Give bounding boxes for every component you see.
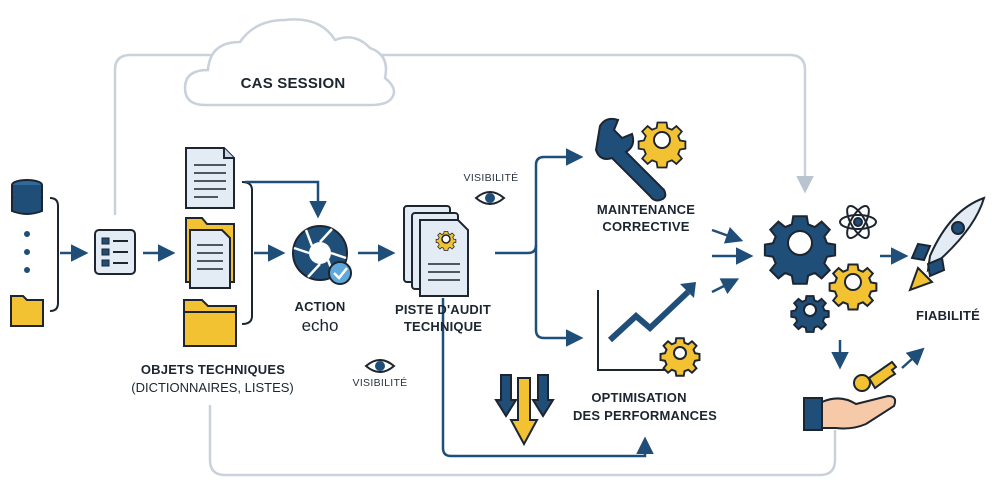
sources-bracket [49, 197, 59, 312]
feedback-loop-bottom [208, 405, 837, 477]
action-label-line1: ACTION [294, 299, 346, 314]
folder-icon [10, 295, 44, 327]
trend-chart-gear-icon [597, 282, 701, 377]
folder-document-icon [185, 217, 235, 289]
optimisation-label-line2: DES PERFORMANCES [572, 408, 718, 423]
optimisation-label-line1: OPTIMISATION [591, 390, 687, 405]
maintenance-label-line1: MAINTENANCE [596, 202, 696, 217]
audit-label-line2: TECHNIQUE [403, 319, 483, 334]
folder-icon-large [183, 299, 237, 347]
eye-icon-bottom [364, 359, 396, 373]
arrow-hand-to-reliability [901, 347, 925, 369]
ellipsis-dots-icon [24, 231, 30, 273]
cloud-label: CAS SESSION [240, 75, 346, 92]
reliability-label: FIABILITÉ [916, 308, 980, 323]
arrow-audit-to-maintenance [495, 148, 584, 255]
gears-cluster-icon [763, 215, 878, 333]
database-icon [11, 179, 43, 215]
feedback-loop-top [113, 53, 814, 215]
objects-label-line2: (DICTIONNAIRES, LISTES) [131, 380, 294, 395]
action-label-line2: echo [301, 316, 339, 335]
arrow-optimisation-to-gears [711, 278, 740, 295]
arrow-audit-to-performance-bottom [441, 298, 654, 458]
checklist-icon [94, 229, 136, 275]
key-hand-icon [803, 360, 898, 431]
arrow-maintenance-to-gears [711, 227, 744, 244]
arrow-audit-to-optimisation [534, 245, 584, 347]
atom-icon [839, 205, 877, 239]
down-arrows-icon [494, 374, 555, 447]
rocket-icon [908, 196, 986, 292]
audit-label-line1: PISTE D'AUDIT [395, 302, 491, 317]
wrench-gear-icon [594, 117, 687, 202]
visibility-label-bottom: VISIBILITÉ [352, 377, 408, 389]
arrow-objects-to-action-top [245, 180, 327, 219]
audit-document-stack-icon [403, 205, 469, 297]
maintenance-label-line2: CORRECTIVE [602, 219, 690, 234]
shutter-check-icon [292, 225, 352, 285]
cloud-shape [183, 18, 396, 107]
objects-label-line1: OBJETS TECHNIQUES [140, 362, 286, 377]
document-icon [185, 147, 235, 209]
objects-bracket [241, 181, 253, 325]
visibility-label-top: VISIBILITÉ [463, 172, 519, 184]
eye-icon [474, 191, 506, 205]
